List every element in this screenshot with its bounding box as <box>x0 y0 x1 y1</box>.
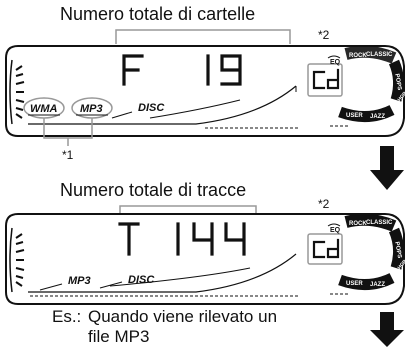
main-display-folders <box>122 54 242 86</box>
caption-total-folders: Numero totale di cartelle <box>60 4 255 24</box>
svg-text:ROCK: ROCK <box>349 221 367 227</box>
example-line-1: Quando viene rilevato un <box>88 307 277 326</box>
source-display-cd <box>307 233 343 265</box>
volume-bars-icon <box>15 233 25 287</box>
svg-text:EQ: EQ <box>330 227 341 234</box>
caption-bracket <box>115 29 291 44</box>
svg-text:JAZZ: JAZZ <box>370 282 385 288</box>
svg-text:MP3: MP3 <box>68 275 91 287</box>
display-panel-2: EQ ROCK CLASSIC POPS USER JAZZ HIP HOP M… <box>5 213 409 305</box>
eq-preset-labels: ROCK CLASSIC POPS USER JAZZ HIP HOP <box>338 213 409 290</box>
eq-mode-icon: EQ <box>327 55 341 66</box>
svg-text:POPS: POPS <box>393 241 402 258</box>
svg-text:EQ: EQ <box>330 59 341 66</box>
note-1: *1 <box>62 148 74 162</box>
disc-indicator: DISC <box>99 274 155 289</box>
caption-total-tracks: Numero totale di tracce <box>60 180 246 200</box>
example-line-2: file MP3 <box>88 327 149 346</box>
display-panel-1: EQ ROCK CLASSIC POPS USER JAZZ HIP HOP W… <box>5 45 409 137</box>
svg-text:MP3: MP3 <box>80 103 103 115</box>
volume-bars-icon <box>15 65 25 119</box>
down-arrow <box>370 146 404 190</box>
svg-text:JAZZ: JAZZ <box>370 114 385 120</box>
svg-text:DISC: DISC <box>128 274 155 286</box>
eq-mode-icon: EQ <box>327 223 341 234</box>
svg-text:CLASSIC: CLASSIC <box>366 52 393 58</box>
svg-text:DISC: DISC <box>138 102 165 114</box>
svg-text:CLASSIC: CLASSIC <box>366 220 393 226</box>
source-display-cd <box>307 63 343 97</box>
example-prefix: Es.: <box>52 307 81 326</box>
note-2-panel-1: *2 <box>318 28 330 42</box>
svg-text:USER: USER <box>346 281 363 287</box>
mp3-indicator: MP3 <box>39 275 91 291</box>
down-arrow <box>370 312 404 347</box>
disc-indicator: DISC <box>111 102 165 119</box>
svg-text:POPS: POPS <box>393 73 402 90</box>
caption-bracket <box>119 205 257 216</box>
svg-text:WMA: WMA <box>30 103 58 115</box>
eq-preset-labels: ROCK CLASSIC POPS USER JAZZ HIP HOP <box>338 45 409 122</box>
svg-text:USER: USER <box>346 113 363 119</box>
main-display-tracks <box>118 222 246 256</box>
svg-text:ROCK: ROCK <box>349 53 367 59</box>
note-2-panel-2: *2 <box>318 197 330 211</box>
note-1-bracket <box>43 118 93 146</box>
